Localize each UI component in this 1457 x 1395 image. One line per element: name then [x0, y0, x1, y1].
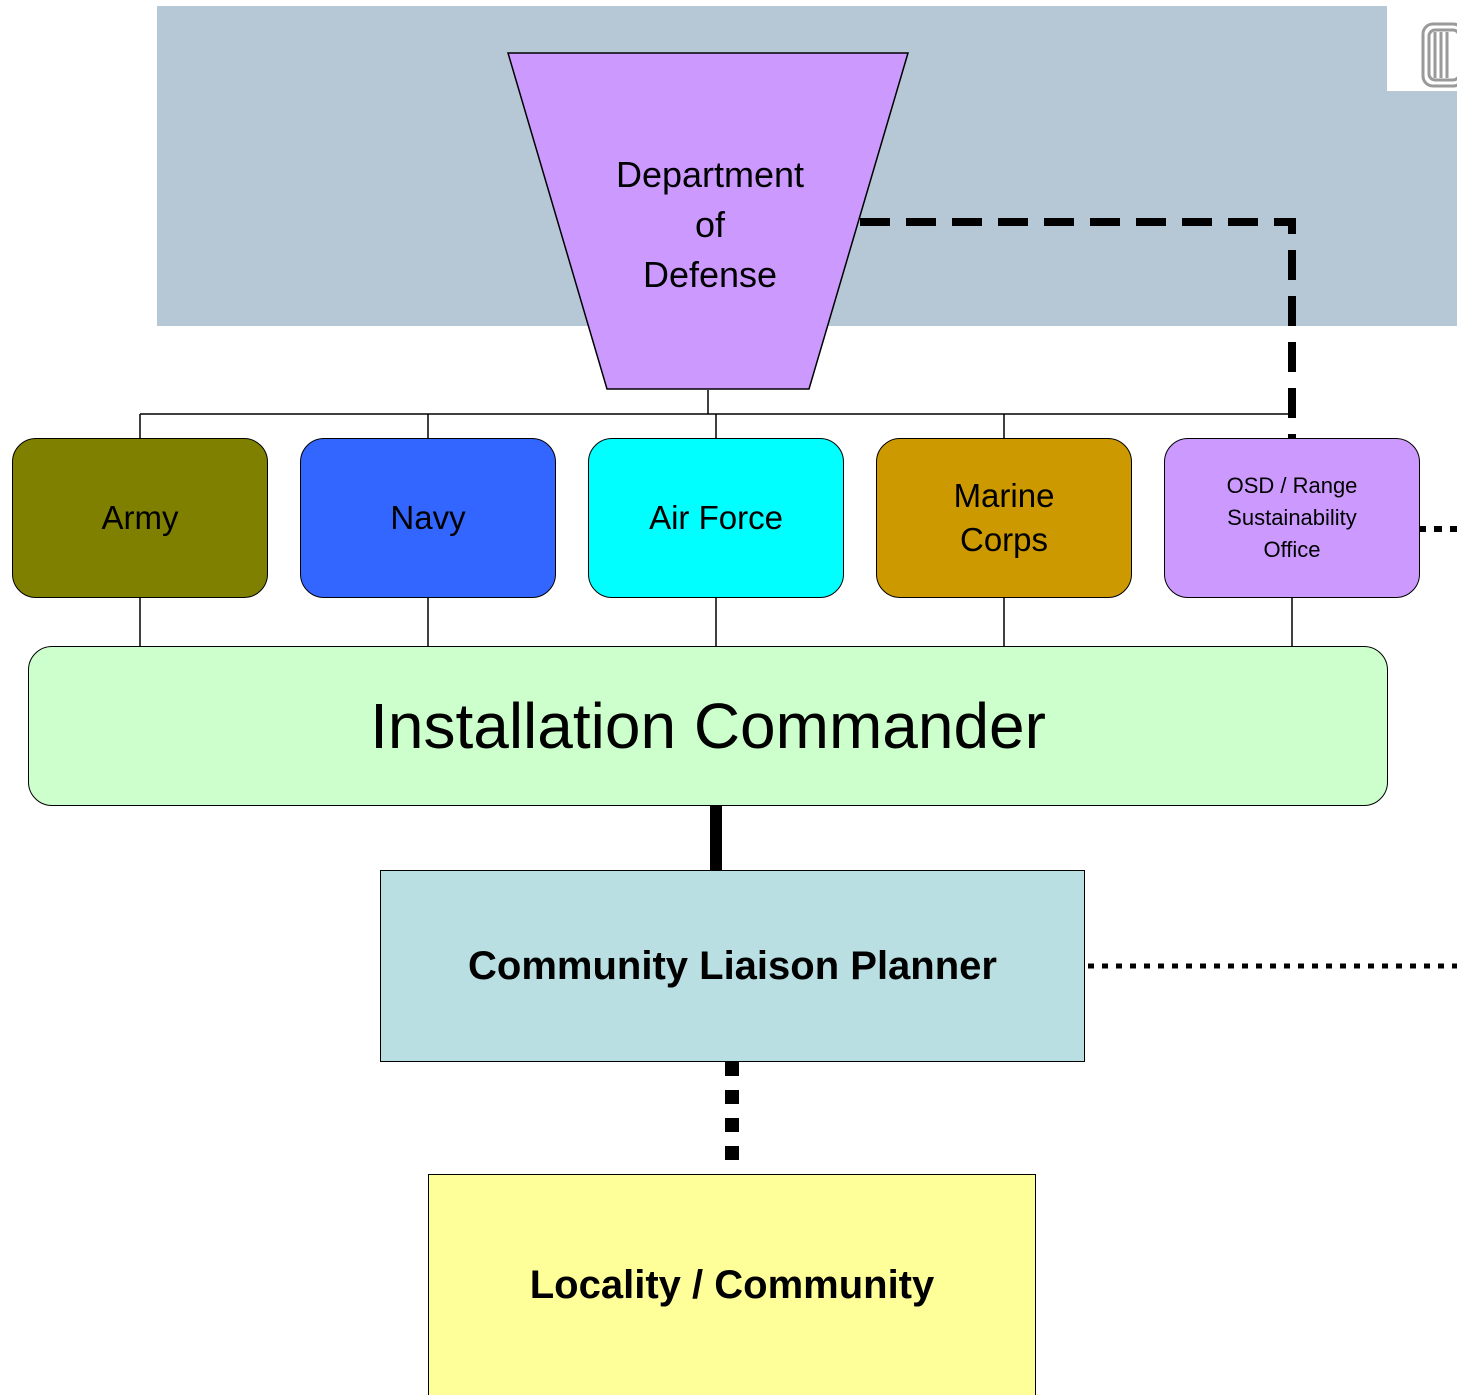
- army-box: Army: [12, 438, 268, 598]
- community-liaison-planner-box: Community Liaison Planner: [380, 870, 1085, 1062]
- dod-label-line: Defense: [642, 254, 778, 295]
- marine-corps-label: Marine Corps: [954, 474, 1055, 562]
- locality-community-box: Locality / Community: [428, 1174, 1036, 1395]
- installation-commander-box: Installation Commander: [28, 646, 1388, 806]
- marine-corps-label-line: Marine: [953, 477, 1055, 514]
- dod-shape: [507, 52, 909, 390]
- locality-community-label: Locality / Community: [529, 1262, 935, 1307]
- dod-label-line: Department: [615, 154, 805, 195]
- dod-label: Department of Defense: [560, 150, 860, 300]
- army-label: Army: [101, 499, 179, 536]
- navy-label: Navy: [390, 499, 466, 536]
- dod-osd-dashed-line: [860, 218, 1296, 438]
- navy-box: Navy: [300, 438, 556, 598]
- installation-commander-label: Installation Commander: [370, 690, 1046, 762]
- marine-corps-label-line: Corps: [959, 521, 1049, 558]
- logo-icon: [1421, 22, 1457, 88]
- dod-label-line: of: [694, 204, 726, 245]
- osd-rso-label-line: Sustainability: [1227, 505, 1357, 530]
- marine-corps-box: Marine Corps: [876, 438, 1132, 598]
- osd-rso-label-line: OSD / Range: [1226, 473, 1358, 498]
- air-force-label: Air Force: [649, 499, 783, 536]
- osd-rso-label-line: Office: [1263, 537, 1321, 562]
- osd-rso-box: OSD / Range Sustainability Office: [1164, 438, 1420, 598]
- osd-rso-label: OSD / Range Sustainability Office: [1227, 470, 1358, 566]
- air-force-box: Air Force: [588, 438, 844, 598]
- community-liaison-planner-label: Community Liaison Planner: [468, 943, 997, 988]
